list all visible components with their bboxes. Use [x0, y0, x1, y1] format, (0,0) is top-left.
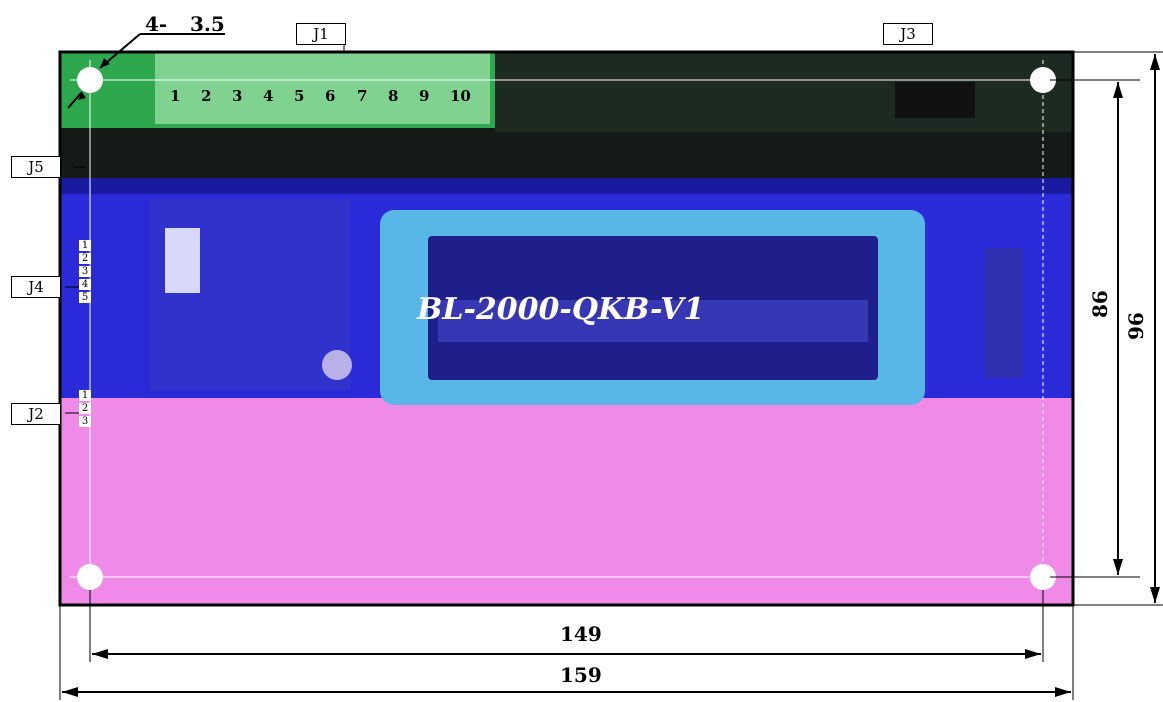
- blue-panel-band: [60, 178, 1073, 194]
- j1-pin-1: 1: [170, 87, 181, 105]
- j1-pin-6: 6: [325, 87, 336, 105]
- j2-label: J2: [11, 403, 61, 425]
- j4-pin-3: 3: [79, 266, 91, 277]
- j1-pin-2: 2: [201, 87, 212, 105]
- j1-label: J1: [296, 23, 346, 45]
- capacitor: [322, 350, 352, 380]
- hole-size-label: 3.5: [190, 12, 225, 36]
- j4-pin-2: 2: [79, 253, 91, 264]
- j4-pin-4: 4: [79, 279, 91, 290]
- j1-connector: [155, 52, 490, 124]
- right-ic: [985, 248, 1023, 378]
- j3-header: [895, 82, 975, 118]
- j1-pin-3: 3: [232, 87, 243, 105]
- board-model-label: BL-2000-QKB-V1: [417, 292, 705, 327]
- board-outline: [58, 50, 1075, 607]
- pcb-components-row: [495, 52, 1073, 132]
- dim-96: 96: [1124, 312, 1148, 340]
- j5-label: J5: [11, 156, 61, 178]
- j2-pin-2: 2: [79, 403, 91, 414]
- dim-149: 149: [560, 622, 602, 646]
- lcd-screen-glare: [438, 300, 868, 342]
- dim-86: 86: [1088, 290, 1112, 318]
- j3-label: J3: [883, 23, 933, 45]
- j1-pin-5: 5: [294, 87, 305, 105]
- j4-label: J4: [11, 276, 61, 298]
- j1-pin-8: 8: [388, 87, 399, 105]
- j1-pin-4: 4: [263, 87, 274, 105]
- j2-pin-1: 1: [79, 390, 91, 401]
- j1-pin-7: 7: [357, 87, 368, 105]
- j4-pin-5: 5: [79, 292, 91, 303]
- j1-pin-9: 9: [419, 87, 430, 105]
- j2-pin-3: 3: [79, 416, 91, 427]
- j4-pin-1: 1: [79, 240, 91, 251]
- pink-panel: [60, 398, 1073, 605]
- board-dark-band: [60, 128, 1073, 180]
- hole-count-label: 4-: [145, 12, 168, 36]
- dim-159: 159: [560, 663, 602, 687]
- j1-pin-10: 10: [450, 87, 471, 105]
- white-component: [165, 228, 200, 293]
